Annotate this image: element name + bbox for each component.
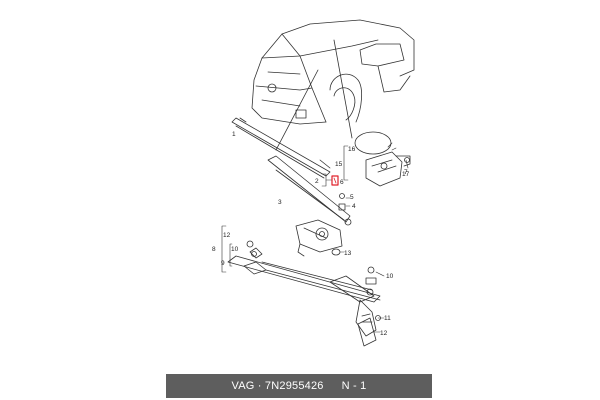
nut-5 bbox=[339, 193, 345, 199]
callout-1: 1 bbox=[232, 131, 236, 138]
highlight-mark bbox=[333, 177, 337, 184]
callout-15: 15 bbox=[335, 161, 343, 168]
wiper-blade bbox=[231, 117, 331, 179]
nut-12-left bbox=[251, 251, 257, 257]
part-footer-bar: VAG · 7N2955426 N - 1 bbox=[166, 374, 432, 398]
callout-11: 11 bbox=[384, 315, 391, 322]
washer-10 bbox=[367, 266, 375, 274]
callout-12-right: 12 bbox=[380, 330, 388, 337]
bracket-12 bbox=[357, 317, 377, 347]
callout-12-left: 12 bbox=[223, 232, 231, 239]
car-front-illustration bbox=[251, 19, 415, 125]
sheet-number: N - 1 bbox=[341, 380, 367, 392]
callout-10-left: 10 bbox=[231, 246, 239, 253]
leader-line bbox=[275, 69, 319, 151]
wiper-arm bbox=[267, 155, 352, 226]
wiper-motor bbox=[295, 219, 343, 257]
parts-diagram: 1 2 3 4 5 6 7 8 9 10 10 11 12 12 13 15 1… bbox=[212, 19, 415, 347]
callout-17: 17 bbox=[402, 171, 410, 178]
highlight-part-6 bbox=[331, 175, 339, 186]
callout-10-right: 10 bbox=[386, 273, 394, 280]
wiper-linkage bbox=[227, 247, 381, 337]
callout-leaders bbox=[221, 142, 409, 333]
callout-5: 5 bbox=[350, 194, 354, 201]
callout-6: 6 bbox=[340, 179, 344, 186]
callout-4: 4 bbox=[352, 203, 356, 210]
callout-7: 7 bbox=[404, 169, 408, 176]
nut-10 bbox=[365, 277, 377, 285]
callout-2: 2 bbox=[315, 178, 319, 185]
leader-line bbox=[333, 39, 353, 139]
callout-8: 8 bbox=[212, 246, 216, 253]
callout-16: 16 bbox=[348, 146, 356, 153]
callout-labels: 1 2 3 4 5 6 7 8 9 10 10 11 12 12 13 15 1… bbox=[212, 131, 410, 337]
part-number: VAG · 7N2955426 bbox=[231, 380, 324, 392]
callout-13: 13 bbox=[344, 250, 352, 257]
callout-3: 3 bbox=[278, 199, 282, 206]
nut-4 bbox=[338, 203, 346, 211]
washer-nozzle-assembly bbox=[354, 131, 411, 187]
washer-10-left bbox=[246, 240, 254, 248]
callout-9: 9 bbox=[221, 260, 225, 267]
grommet-13 bbox=[331, 248, 341, 256]
